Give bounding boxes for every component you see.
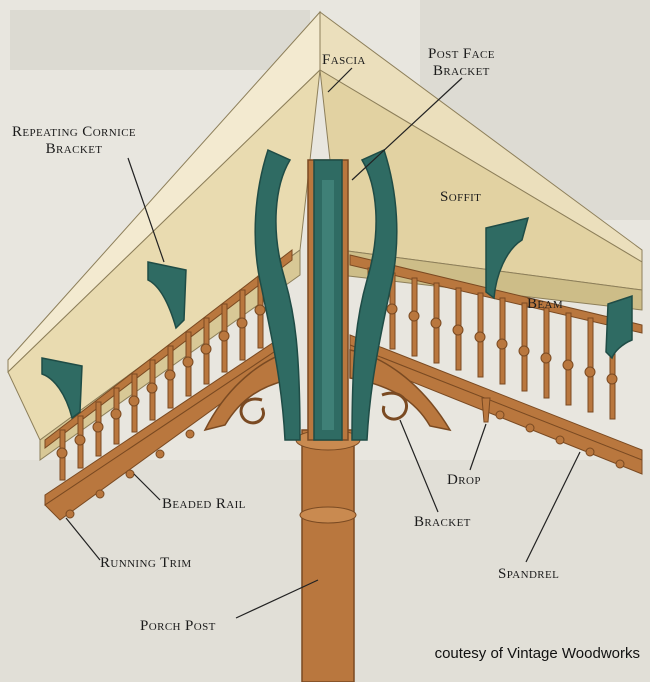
porch-post-ring xyxy=(299,506,357,524)
leader-beaded-rail xyxy=(133,473,161,501)
cornice-bracket-1 xyxy=(147,261,187,330)
label-repeating-cornice-bracket: Repeating Cornice Bracket xyxy=(12,124,137,157)
leader-fascia xyxy=(327,67,353,93)
label-bracket: Bracket xyxy=(414,514,471,530)
label-porch-post: Porch Post xyxy=(140,618,216,634)
leader-spandrel xyxy=(525,451,581,563)
label-running-trim: Running Trim xyxy=(100,555,192,571)
label-drop: Drop xyxy=(447,472,481,488)
running-trim-drops-left xyxy=(65,409,225,519)
post-face-bracket-right xyxy=(351,148,398,441)
leader-bracket xyxy=(399,419,439,513)
label-soffit: Soffit xyxy=(440,189,482,205)
leader-repeating-cornice-bracket xyxy=(127,157,165,263)
spindles-right xyxy=(364,267,618,420)
label-spandrel: Spandrel xyxy=(498,566,560,582)
cornice-bracket-2 xyxy=(41,357,83,420)
post-face-bracket-left xyxy=(254,148,301,441)
spandrel-bracket-left xyxy=(203,349,297,432)
porch-post-column xyxy=(301,429,355,683)
spandrel-scroll-right xyxy=(381,391,408,421)
label-post-face-bracket: Post Face Bracket xyxy=(428,46,495,79)
label-beam: Beam xyxy=(527,296,564,312)
leader-lines xyxy=(65,67,581,619)
leader-porch-post xyxy=(235,579,319,619)
cornice-bracket-4 xyxy=(605,294,633,360)
image-credit: coutesy of Vintage Woodworks xyxy=(434,645,640,662)
leader-post-face-bracket xyxy=(351,77,463,181)
spandrel-scroll-left xyxy=(239,397,265,425)
leader-running-trim xyxy=(65,517,101,561)
label-beaded-rail: Beaded Rail xyxy=(162,496,246,512)
drop-finial xyxy=(481,397,491,423)
faded-text-block-top-left xyxy=(10,10,310,70)
leader-drop xyxy=(469,423,487,471)
label-fascia: Fascia xyxy=(322,52,366,68)
running-trim-drops-right xyxy=(495,410,625,469)
cornice-bracket-3 xyxy=(485,216,530,300)
post-face-bracket-center-inset xyxy=(322,180,334,430)
